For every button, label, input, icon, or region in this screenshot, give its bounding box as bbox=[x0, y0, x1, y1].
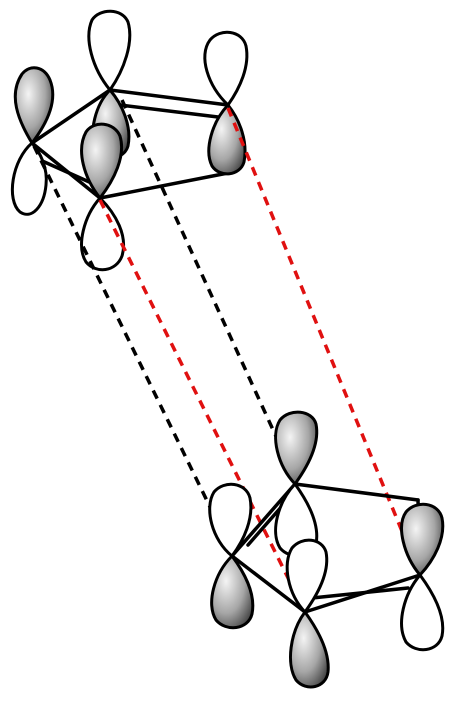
p-orbital bbox=[203, 30, 249, 176]
orbital-lobe-shaded bbox=[274, 410, 319, 487]
orbital-lobe-open bbox=[285, 538, 329, 615]
orbital-lobe-open bbox=[87, 9, 132, 93]
orbital-lobe-shaded bbox=[80, 122, 124, 201]
interaction-red-1 bbox=[226, 107, 422, 576]
double-bond-inner bbox=[310, 586, 410, 600]
bond bbox=[30, 88, 112, 145]
double-bond-inner bbox=[110, 102, 220, 119]
orbital-lobe-open bbox=[203, 30, 249, 108]
p-orbital bbox=[274, 410, 319, 558]
bottom-ring bbox=[208, 410, 445, 689]
orbital-lobe-shaded bbox=[400, 502, 445, 578]
orbital-lobe-shaded bbox=[210, 553, 255, 630]
top-ring bbox=[10, 9, 249, 272]
orbital-lobe-open bbox=[10, 140, 48, 216]
orbital-lobe-shaded bbox=[207, 102, 247, 176]
orbital-lobe-open bbox=[80, 195, 125, 272]
bond bbox=[230, 554, 307, 614]
bond bbox=[98, 171, 230, 200]
interaction-red-2 bbox=[98, 199, 307, 613]
top-ring-bonds bbox=[30, 88, 230, 200]
double-bond-inner bbox=[38, 158, 98, 187]
orbital-lobe-shaded bbox=[289, 609, 330, 689]
p-orbital bbox=[400, 502, 445, 652]
orbital-lobe-open bbox=[400, 572, 445, 652]
interaction-black-1 bbox=[120, 99, 298, 481]
interaction-black-2 bbox=[32, 145, 234, 553]
orbital-lobe-shaded bbox=[13, 66, 55, 146]
bond bbox=[293, 482, 420, 502]
p-orbital bbox=[285, 538, 330, 689]
p-orbital bbox=[10, 66, 55, 216]
orbital-lobe-open bbox=[208, 482, 253, 559]
p-orbital bbox=[80, 122, 125, 272]
p-orbital bbox=[208, 482, 255, 630]
bond bbox=[108, 88, 230, 107]
